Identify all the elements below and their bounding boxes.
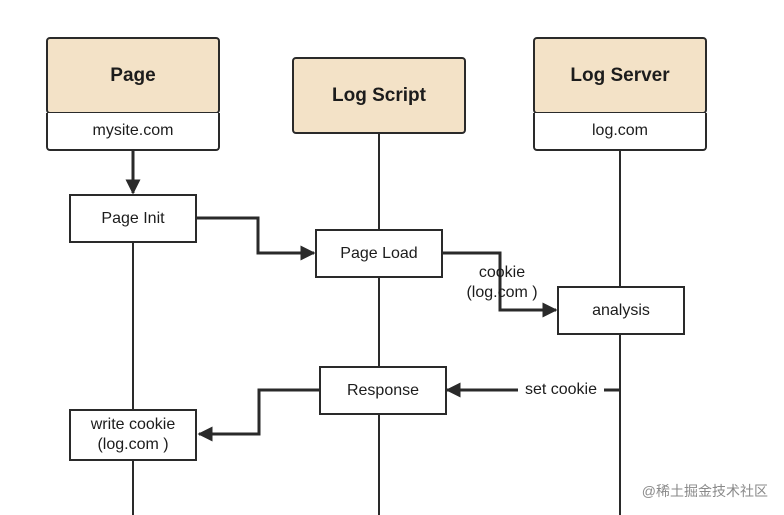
- step-page-init-label: Page Init: [101, 209, 165, 227]
- lane-host-page-text: mysite.com: [92, 122, 174, 139]
- arrow-page-init-to-page-load: [197, 216, 316, 261]
- step-page-init: Page Init: [69, 194, 197, 243]
- edge-label-cookie: cookie (log.com ): [456, 263, 548, 303]
- lane-header-page: Page: [46, 37, 220, 114]
- edge-label-set-cookie: set cookie: [518, 380, 604, 400]
- edge-label-cookie-line2: (log.com ): [466, 284, 538, 301]
- step-response-label: Response: [346, 381, 420, 399]
- arrow-response-to-write-cookie: [197, 388, 319, 442]
- step-page-load: Page Load: [315, 229, 443, 278]
- step-write-cookie-line1: write cookie: [90, 416, 176, 433]
- edge-label-set-cookie-text: set cookie: [524, 381, 598, 398]
- step-page-load-label: Page Load: [340, 244, 418, 262]
- edge-label-cookie-line1: cookie: [478, 264, 526, 281]
- step-analysis-label: analysis: [592, 301, 650, 319]
- step-write-cookie-line2: (log.com ): [97, 436, 169, 453]
- lane-header-log-script: Log Script: [292, 57, 466, 134]
- lane-host-log-server: log.com: [533, 113, 707, 151]
- step-write-cookie: write cookie (log.com ): [69, 409, 197, 461]
- lane-host-log-server-text: log.com: [591, 122, 649, 139]
- lane-header-log-server: Log Server: [533, 37, 707, 114]
- watermark: @稀土掘金技术社区: [641, 483, 768, 499]
- lane-title-page: Page: [110, 64, 156, 86]
- step-analysis: analysis: [557, 286, 685, 335]
- lane-host-page: mysite.com: [46, 113, 220, 151]
- arrow-page-load-to-analysis: [443, 251, 558, 318]
- step-response: Response: [319, 366, 447, 415]
- lane-title-log-server: Log Server: [570, 64, 670, 86]
- lane-title-log-script: Log Script: [332, 84, 426, 106]
